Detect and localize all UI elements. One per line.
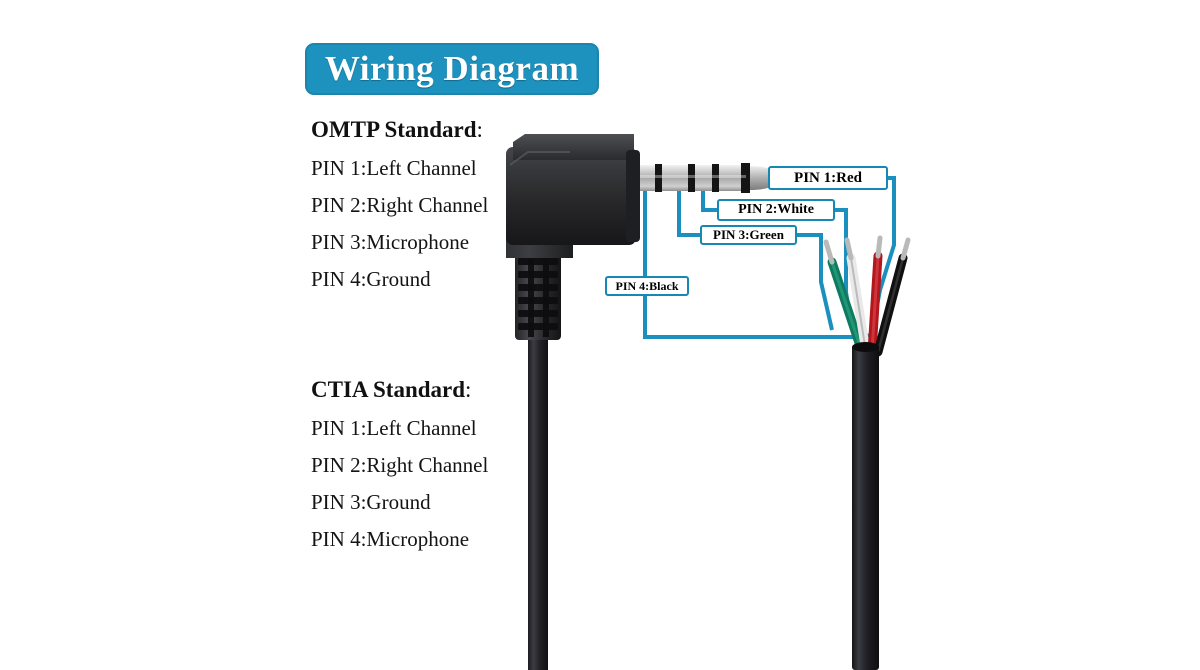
legend-omtp: OMTP Standard: PIN 1:Left Channel PIN 2:… [311, 117, 488, 304]
wire-green [823, 239, 867, 357]
wire-red [867, 235, 883, 357]
legend-omtp-pin-3: PIN 3:Microphone [311, 230, 470, 254]
callout-pin1: PIN 1:Red [768, 166, 888, 190]
wire-black [873, 237, 911, 357]
trrs-shaft [640, 163, 784, 193]
page-title: Wiring Diagram [324, 49, 580, 88]
plug-strain-relief [515, 252, 561, 340]
callout-pin4-label: PIN 4:Black [615, 278, 679, 293]
legend-omtp-heading: OMTP Standard: [311, 117, 488, 143]
leader-pin3-right [797, 233, 834, 331]
plug-body-highlight [509, 151, 570, 166]
wire-red-tip [875, 235, 883, 259]
cable-jacket-mouth [852, 342, 879, 352]
callout-pin3: PIN 3:Green [700, 225, 797, 245]
legend-ctia-pin-4: PIN 4:Microphone [311, 527, 470, 551]
callout-pin2-label: PIN 2:White [738, 202, 814, 217]
plug-body-barrel [506, 147, 636, 245]
legend-omtp-pin-1: PIN 1:Left Channel [311, 156, 477, 180]
legend-ctia-heading-text: CTIA Standard [311, 377, 466, 402]
legend-ctia-pin-3: PIN 3:Ground [311, 490, 431, 514]
legend-ctia-heading-colon: : [465, 377, 472, 402]
plug-body-ridge [513, 134, 634, 160]
legend-ctia-pin-1: PIN 1:Left Channel [311, 416, 477, 440]
leader-pin2-left [701, 182, 717, 212]
wire-white [844, 237, 871, 357]
cable-jacket-right [852, 345, 879, 670]
leader-pin3-left [677, 182, 700, 237]
callout-pin4: PIN 4:Black [605, 276, 689, 296]
legend-omtp-heading-text: OMTP Standard [311, 117, 477, 142]
plug-collar [626, 150, 640, 242]
plug-cable-left [528, 330, 548, 670]
callout-pin3-label: PIN 3:Green [713, 227, 784, 242]
legend-omtp-heading-colon: : [476, 117, 483, 142]
callout-pin1-label: PIN 1:Red [794, 169, 862, 186]
wire-white-tip [844, 237, 854, 261]
legend-ctia-pin-2: PIN 2:Right Channel [311, 453, 489, 477]
legend-ctia: CTIA Standard: PIN 1:Left Channel PIN 2:… [311, 377, 488, 564]
callout-pin2: PIN 2:White [717, 199, 835, 221]
legend-ctia-heading: CTIA Standard: [311, 377, 488, 403]
legend-omtp-pin-2: PIN 2:Right Channel [311, 193, 489, 217]
wire-green-tip [823, 239, 835, 265]
legend-omtp-pin-4: PIN 4:Ground [311, 267, 431, 291]
page-title-banner: Wiring Diagram [305, 43, 599, 95]
wire-black-tip [900, 237, 911, 261]
